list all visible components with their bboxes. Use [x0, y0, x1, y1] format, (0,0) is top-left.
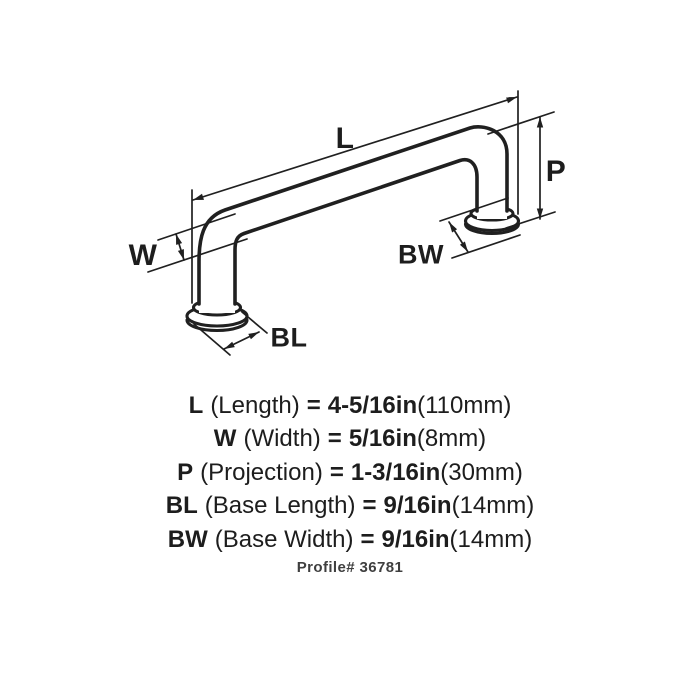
arrowhead — [459, 241, 468, 252]
spec-equals: = — [306, 392, 321, 419]
label-projection: P — [545, 155, 567, 188]
spec-value: 5/16in — [348, 425, 417, 453]
spec-term: BW — [167, 525, 208, 553]
spec-descriptor: (Base Length) — [204, 492, 356, 520]
spec-equals: = — [329, 458, 344, 486]
spec-descriptor: (Base Width) — [214, 525, 354, 553]
label-length: L — [335, 122, 355, 155]
arrowheads — [176, 97, 544, 349]
base-width-extension-lower — [451, 234, 521, 259]
spec-term: P — [177, 458, 194, 486]
spec-metric: (110mm) — [417, 392, 512, 419]
label-width: W — [128, 239, 158, 272]
spec-value: 9/16in — [381, 525, 450, 553]
spec-metric: (14mm) — [451, 492, 535, 520]
spec-term: BL — [165, 492, 198, 520]
spec-equals: = — [327, 425, 342, 453]
label-base-width: BW — [398, 239, 444, 270]
spec-metric: (30mm) — [440, 458, 523, 486]
projection-extension-top — [487, 111, 555, 135]
width-extension-upper — [157, 213, 236, 241]
arrowhead — [177, 249, 184, 260]
spec-equals: = — [362, 492, 377, 520]
length-dimension-line — [192, 96, 518, 201]
width-extension-lower — [147, 238, 248, 273]
spec-metric: (14mm) — [449, 525, 533, 553]
profile-number: Profile# 36781 — [296, 559, 404, 576]
spec-metric: (8mm) — [416, 425, 487, 453]
spec-descriptor: (Projection) — [200, 458, 323, 486]
spec-row-projection: P(Projection)=1-3/16in(30mm) — [0, 456, 700, 489]
spec-row-base-length: BL(Base Length)=9/16in(14mm) — [0, 489, 700, 522]
dimension-spec-list: L(Length)=4-5/16in(110mm) W(Width)=5/16i… — [0, 389, 700, 556]
arrowhead — [536, 117, 544, 128]
spec-value: 1-3/16in — [350, 458, 441, 486]
arrowhead — [506, 97, 517, 104]
arrowhead — [224, 341, 235, 349]
spec-value: 4-5/16in — [327, 392, 418, 419]
projection-extension-bottom — [505, 211, 556, 229]
label-base-length: BL — [270, 322, 308, 353]
spec-value: 9/16in — [383, 492, 452, 520]
spec-row-width: W(Width)=5/16in(8mm) — [0, 422, 700, 455]
arrowhead — [536, 208, 544, 219]
base-width-extension-upper — [439, 197, 509, 222]
arrowhead — [193, 193, 204, 200]
spec-row-base-width: BW(Base Width)=9/16in(14mm) — [0, 523, 700, 556]
arrowhead — [449, 222, 458, 233]
arrowhead — [248, 332, 259, 340]
dimension-lines — [147, 90, 556, 356]
handle-outer-edge — [197, 125, 509, 306]
spec-term: W — [213, 425, 237, 453]
spec-equals: = — [360, 525, 375, 553]
handle-inner-edge — [233, 158, 479, 306]
arrowhead — [176, 234, 183, 245]
spec-descriptor: (Length) — [210, 392, 300, 419]
base-length-extension-right — [241, 311, 268, 334]
handle-body — [199, 126, 507, 313]
spec-descriptor: (Width) — [243, 425, 321, 453]
spec-row-length: L(Length)=4-5/16in(110mm) — [0, 389, 700, 422]
spec-term: L — [188, 392, 204, 419]
